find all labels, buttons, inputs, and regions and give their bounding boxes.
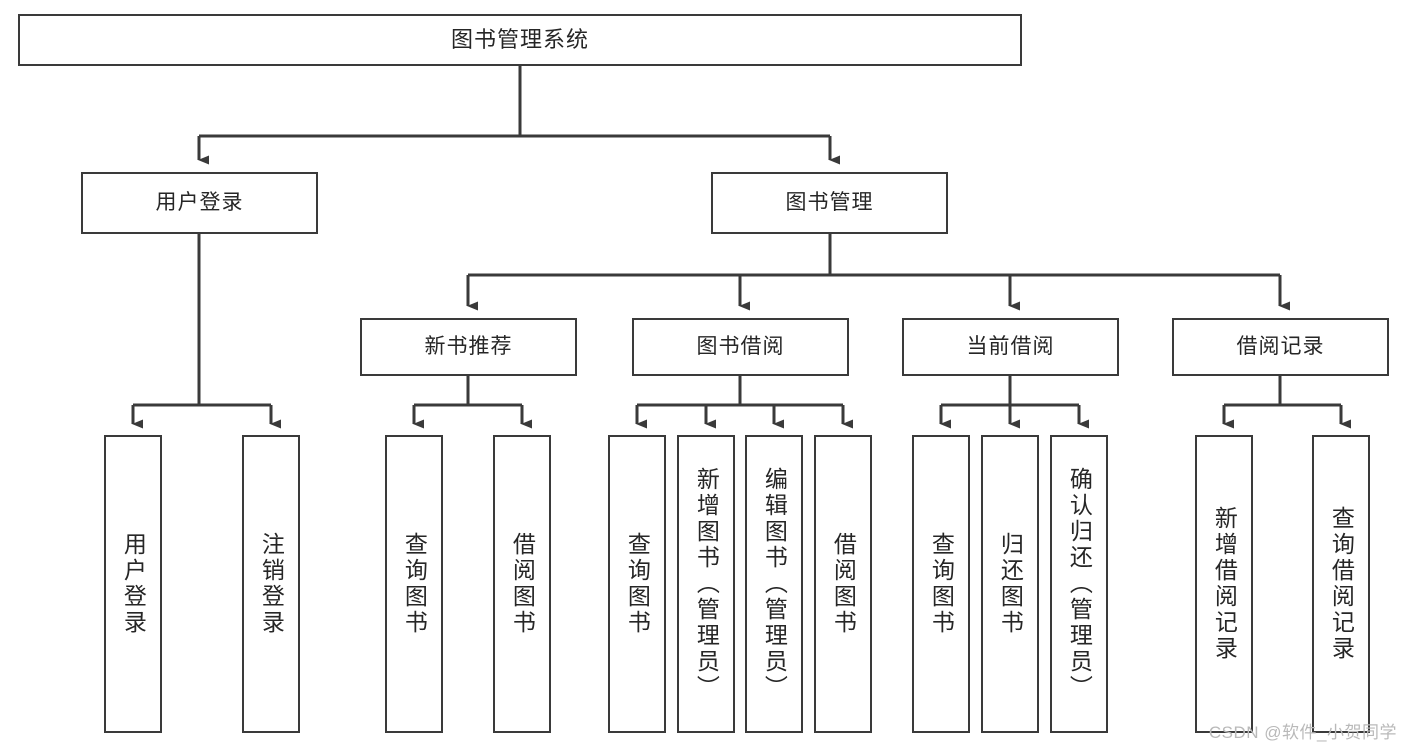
node-user-login[interactable]: 用户登录 — [81, 172, 318, 234]
node-book-borrow[interactable]: 图书借阅 — [632, 318, 849, 376]
node-label: 借阅图书 — [830, 532, 857, 636]
node-borrow-record[interactable]: 借阅记录 — [1172, 318, 1389, 376]
node-label: 新书推荐 — [424, 335, 513, 359]
leaf-query-book-recommend[interactable]: 查询图书 — [385, 435, 443, 733]
leaf-edit-book-admin[interactable]: 编辑图书（管理员） — [745, 435, 803, 733]
node-label: 注销登录 — [258, 532, 285, 636]
leaf-borrow-book-recommend[interactable]: 借阅图书 — [493, 435, 551, 733]
node-label: 查询图书 — [928, 532, 955, 636]
node-current-borrow[interactable]: 当前借阅 — [902, 318, 1119, 376]
node-label: 编辑图书（管理员） — [761, 467, 788, 701]
leaf-add-book-admin[interactable]: 新增图书（管理员） — [677, 435, 735, 733]
node-label: 图书借阅 — [696, 335, 785, 359]
node-label: 图书管理 — [785, 191, 874, 215]
leaf-query-book-borrow[interactable]: 查询图书 — [608, 435, 666, 733]
node-label: 图书管理系统 — [450, 26, 589, 52]
node-label: 用户登录 — [120, 532, 147, 636]
leaf-return-book[interactable]: 归还图书 — [981, 435, 1039, 733]
leaf-add-borrow-record[interactable]: 新增借阅记录 — [1195, 435, 1253, 733]
node-root-system[interactable]: 图书管理系统 — [18, 14, 1022, 66]
node-label: 确认归还（管理员） — [1066, 467, 1093, 701]
leaf-borrow-book[interactable]: 借阅图书 — [814, 435, 872, 733]
node-label: 查询图书 — [624, 532, 651, 636]
leaf-confirm-return-admin[interactable]: 确认归还（管理员） — [1050, 435, 1108, 733]
node-label: 新增图书（管理员） — [693, 467, 720, 701]
node-label: 查询图书 — [401, 532, 428, 636]
watermark: CSDN @软件_小贺同学 — [1208, 723, 1397, 742]
node-label: 当前借阅 — [966, 335, 1055, 359]
node-label: 用户登录 — [155, 191, 244, 215]
leaf-user-login[interactable]: 用户登录 — [104, 435, 162, 733]
leaf-query-book-current[interactable]: 查询图书 — [912, 435, 970, 733]
node-label: 借阅记录 — [1236, 335, 1325, 359]
node-label: 借阅图书 — [509, 532, 536, 636]
node-label: 新增借阅记录 — [1211, 506, 1238, 662]
node-book-management[interactable]: 图书管理 — [711, 172, 948, 234]
leaf-query-borrow-record[interactable]: 查询借阅记录 — [1312, 435, 1370, 733]
leaf-logout[interactable]: 注销登录 — [242, 435, 300, 733]
node-label: 查询借阅记录 — [1328, 506, 1355, 662]
node-label: 归还图书 — [997, 532, 1024, 636]
node-new-book-recommend[interactable]: 新书推荐 — [360, 318, 577, 376]
